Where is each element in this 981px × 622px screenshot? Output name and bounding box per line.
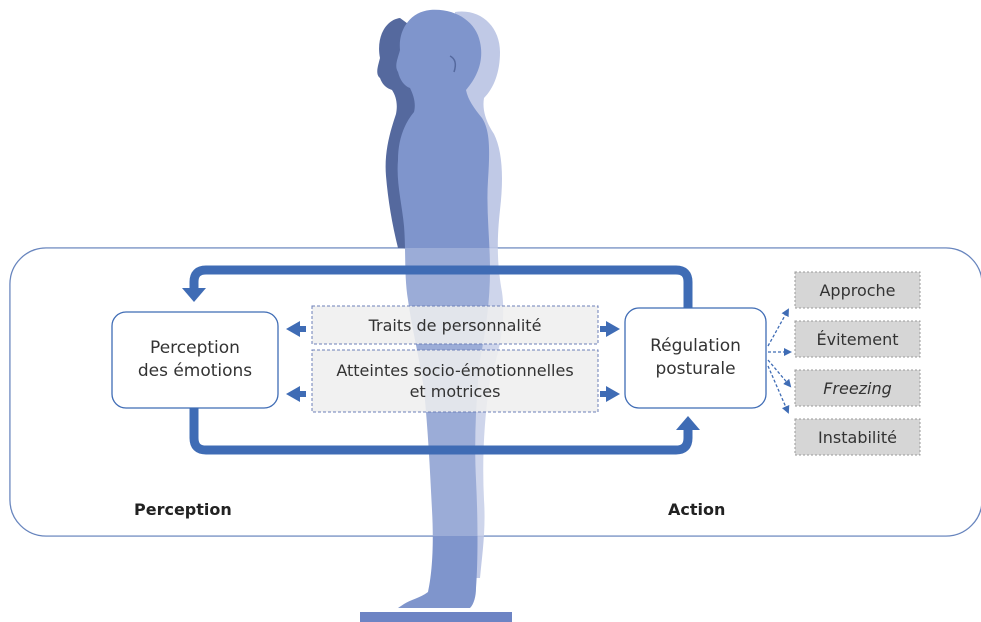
- outcome-box-approche: [794, 271, 921, 309]
- fan-arrow-freezing: [767, 359, 792, 388]
- node-perception-emotions: [111, 311, 279, 409]
- feedback-arrow-top-head: [182, 288, 206, 302]
- fan-arrow-approche: [767, 308, 789, 347]
- center-box-atteintes: [311, 349, 599, 413]
- outcome-evitement-label: Évitement: [816, 329, 899, 349]
- fan-arrow-instabilite: [767, 365, 790, 414]
- bottom-label-perception: Perception: [134, 500, 232, 519]
- outcome-approche-label: Approche: [819, 280, 896, 300]
- double-arrow-right-2: [600, 386, 620, 402]
- node-perception-emotions-label: Perception des émotions: [137, 338, 253, 381]
- feedback-arrow-top: [189, 265, 693, 308]
- outcome-box-instabilite: [794, 418, 921, 456]
- center-box-traits-label: Traits de personnalité: [368, 315, 542, 335]
- bottom-label-action: Action: [668, 500, 726, 519]
- node-regulation-posturale-label: Régulation posturale: [650, 336, 741, 379]
- double-arrow-left-2: [286, 386, 306, 402]
- outcome-box-freezing: [794, 369, 921, 407]
- double-arrow-right-1: [600, 321, 620, 337]
- feedforward-arrow-bottom-head: [676, 416, 700, 430]
- center-box-atteintes-label: Atteintes socio-émotionnelles et motrice…: [336, 361, 574, 401]
- outcome-instabilite-label: Instabilité: [818, 427, 897, 447]
- node-regulation-posturale: [624, 307, 767, 409]
- feedforward-arrow-bottom: [189, 408, 693, 455]
- double-arrow-left-1: [286, 321, 306, 337]
- pedestal: [360, 612, 512, 622]
- outcome-freezing-label: Freezing: [823, 378, 892, 398]
- outcome-box-evitement: [794, 320, 921, 358]
- center-box-traits: [311, 305, 599, 345]
- ear-mark: [449, 55, 457, 73]
